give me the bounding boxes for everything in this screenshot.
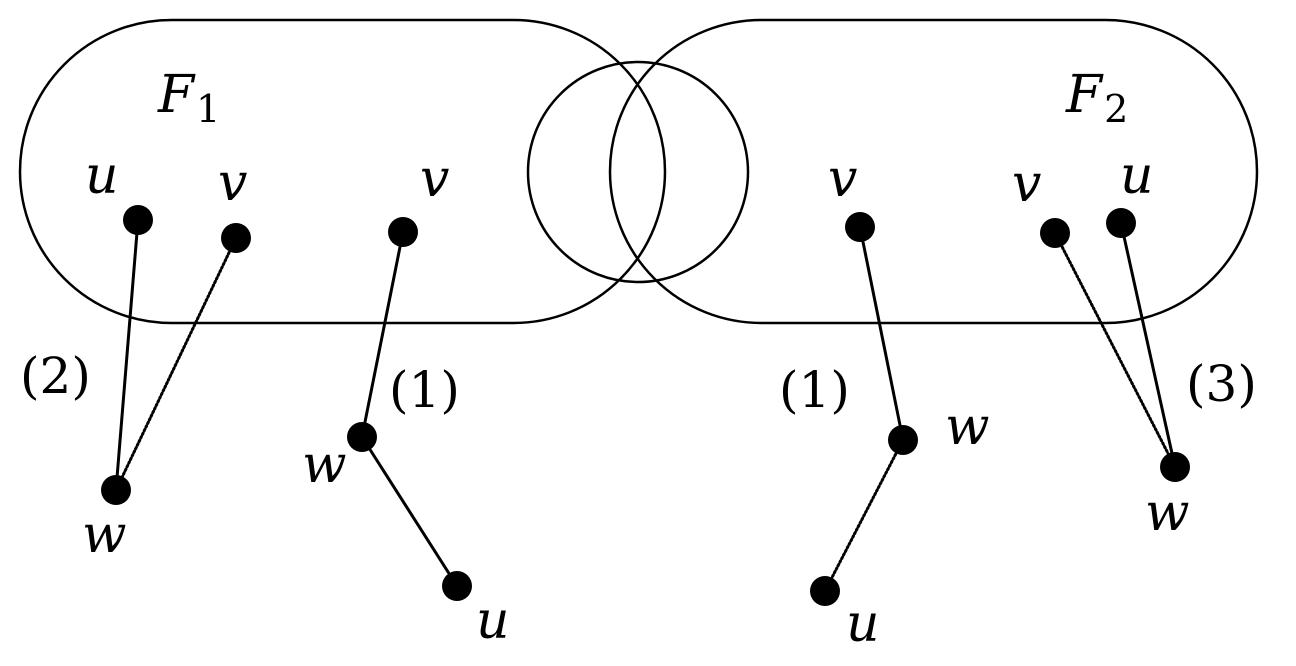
edge-d-u-w bbox=[1119, 221, 1177, 469]
case-label-2: (2) bbox=[20, 347, 91, 405]
edge-b-v-w bbox=[360, 230, 405, 439]
edge-a-v-w bbox=[114, 236, 238, 492]
vertex-label-a-v: v bbox=[218, 153, 247, 213]
case-label-1-right: (1) bbox=[779, 361, 850, 419]
intersection-circle bbox=[526, 60, 750, 284]
vertex-label-b-v: v bbox=[420, 149, 449, 209]
family-label-f1: F1 bbox=[157, 65, 220, 131]
node-b-v bbox=[388, 217, 418, 247]
node-b-w bbox=[347, 422, 377, 452]
family-f2-region bbox=[608, 18, 1259, 325]
node-a-w bbox=[101, 475, 131, 505]
edge-d-v-w bbox=[1053, 231, 1177, 469]
node-c-w bbox=[888, 425, 918, 455]
vertex-label-a-w: w bbox=[82, 505, 127, 565]
edge-c-v-w bbox=[858, 225, 905, 442]
case-label-1-left: (1) bbox=[389, 361, 460, 419]
vertex-label-d-w: w bbox=[1145, 483, 1190, 543]
node-c-v bbox=[845, 212, 875, 242]
node-d-u bbox=[1106, 208, 1136, 238]
edge-c-w-u bbox=[823, 438, 905, 593]
vertex-label-c-u: u bbox=[846, 594, 880, 654]
edge-a-u-w bbox=[114, 218, 140, 492]
node-d-v bbox=[1040, 218, 1070, 248]
vertex-label-c-w: w bbox=[945, 397, 990, 457]
vertex-label-b-w: w bbox=[302, 435, 347, 495]
vertex-label-b-u: u bbox=[476, 591, 510, 651]
node-b-u bbox=[442, 571, 472, 601]
node-d-w bbox=[1160, 452, 1190, 482]
vertex-label-a-u: u bbox=[85, 146, 119, 206]
edge-b-w-u bbox=[360, 435, 459, 588]
node-a-v bbox=[221, 223, 251, 253]
family-label-f2: F2 bbox=[1065, 65, 1128, 131]
family-f1-region bbox=[18, 18, 667, 325]
vertex-label-c-v: v bbox=[828, 149, 857, 209]
node-a-u bbox=[123, 205, 153, 235]
vertex-label-d-u: u bbox=[1120, 146, 1154, 206]
case-label-3: (3) bbox=[1186, 355, 1257, 413]
vertex-label-d-v: v bbox=[1012, 154, 1041, 214]
node-c-u bbox=[810, 576, 840, 606]
